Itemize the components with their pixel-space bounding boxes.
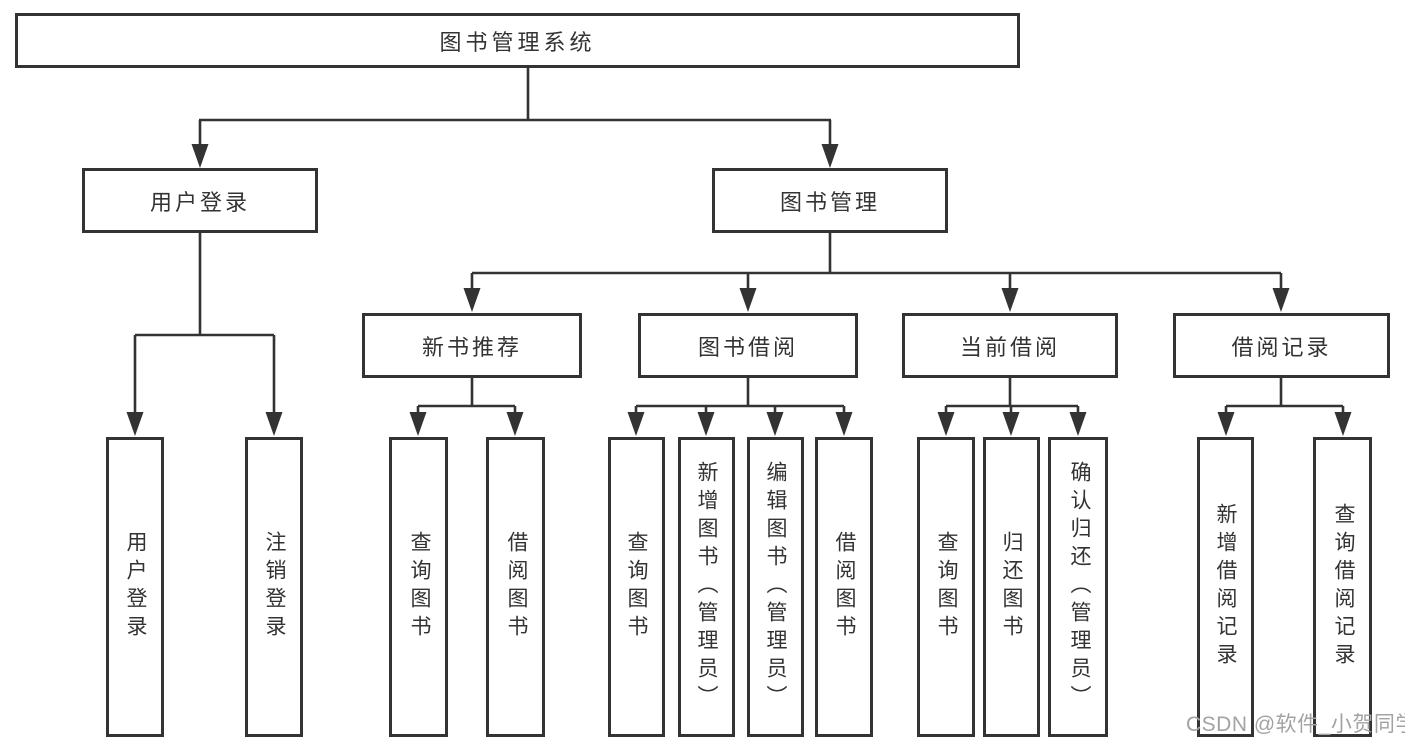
leaf-borrow-query: 查询图书 <box>608 437 665 737</box>
leaf-newbook-query: 查询图书 <box>389 437 448 737</box>
connector-borrow-record <box>1217 378 1352 436</box>
node-user-login: 用户登录 <box>82 168 318 233</box>
node-book-mgmt: 图书管理 <box>712 168 948 233</box>
node-root: 图书管理系统 <box>15 13 1020 68</box>
leaf-logout: 注销登录 <box>245 437 303 737</box>
node-new-book-recommend: 新书推荐 <box>362 313 582 378</box>
connector-root <box>191 68 839 168</box>
leaf-current-return: 归还图书 <box>983 437 1040 737</box>
node-book-borrow: 图书借阅 <box>638 313 858 378</box>
connector-book-mgmt <box>463 233 1290 312</box>
leaf-borrow-borrow: 借阅图书 <box>815 437 873 737</box>
connector-user-login <box>126 233 283 436</box>
connector-current-borrow <box>937 378 1087 436</box>
leaf-user-login: 用户登录 <box>106 437 164 737</box>
leaf-record-query: 查询借阅记录 <box>1313 437 1372 737</box>
leaf-record-add: 新增借阅记录 <box>1197 437 1254 737</box>
leaf-borrow-add: 新增图书（管理员） <box>678 437 735 737</box>
leaf-borrow-edit: 编辑图书（管理员） <box>747 437 804 737</box>
connector-book-borrow <box>627 378 853 436</box>
leaf-current-query: 查询图书 <box>917 437 975 737</box>
watermark-text: CSDN @软件_小贺同学 <box>1186 713 1405 736</box>
connector-new-book <box>409 378 524 436</box>
leaf-newbook-borrow: 借阅图书 <box>486 437 545 737</box>
node-borrow-record: 借阅记录 <box>1173 313 1390 378</box>
node-current-borrow: 当前借阅 <box>902 313 1118 378</box>
leaf-current-confirm: 确认归还（管理员） <box>1048 437 1108 737</box>
